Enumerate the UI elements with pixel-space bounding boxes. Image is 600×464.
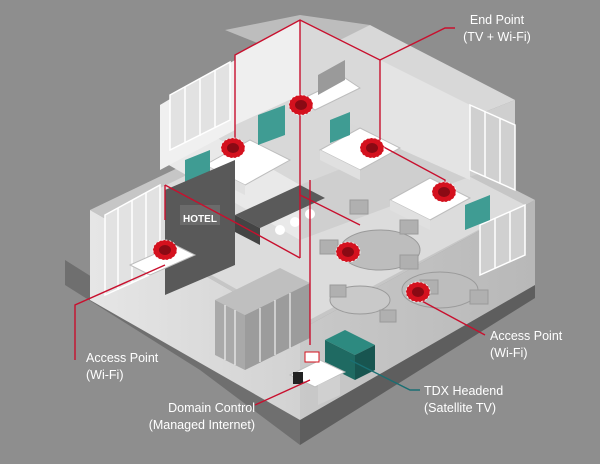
storage-racks bbox=[215, 268, 310, 370]
lounge-seating bbox=[319, 199, 489, 323]
domain-control-label: Domain Control (Managed Internet) bbox=[120, 400, 255, 434]
tdx-headend-subtitle: (Satellite TV) bbox=[424, 401, 497, 415]
domain-control-title: Domain Control bbox=[168, 401, 255, 415]
access-point-left-subtitle: (Wi-Fi) bbox=[86, 368, 124, 382]
network-connectors bbox=[74, 19, 486, 406]
hotel-sign: HOTEL bbox=[183, 214, 217, 225]
end-point-subtitle: (TV + Wi-Fi) bbox=[463, 30, 531, 44]
tdx-headend-label: TDX Headend (Satellite TV) bbox=[424, 383, 503, 417]
tdx-headend-title: TDX Headend bbox=[424, 384, 504, 398]
access-point-left-label: Access Point (Wi-Fi) bbox=[86, 350, 158, 384]
end-point-title: End Point bbox=[469, 13, 525, 27]
access-point-right-subtitle: (Wi-Fi) bbox=[490, 346, 528, 360]
wifi-access-point-icon bbox=[152, 94, 457, 303]
access-point-right-title: Access Point bbox=[490, 329, 563, 343]
access-point-left-title: Access Point bbox=[86, 351, 159, 365]
end-point-label: End Point (TV + Wi-Fi) bbox=[452, 12, 542, 46]
domain-control-desk bbox=[288, 351, 347, 405]
satellite-headend-icon bbox=[325, 330, 375, 380]
domain-control-subtitle: (Managed Internet) bbox=[148, 418, 255, 432]
access-point-right-label: Access Point (Wi-Fi) bbox=[490, 328, 562, 362]
right-windows bbox=[469, 103, 526, 277]
